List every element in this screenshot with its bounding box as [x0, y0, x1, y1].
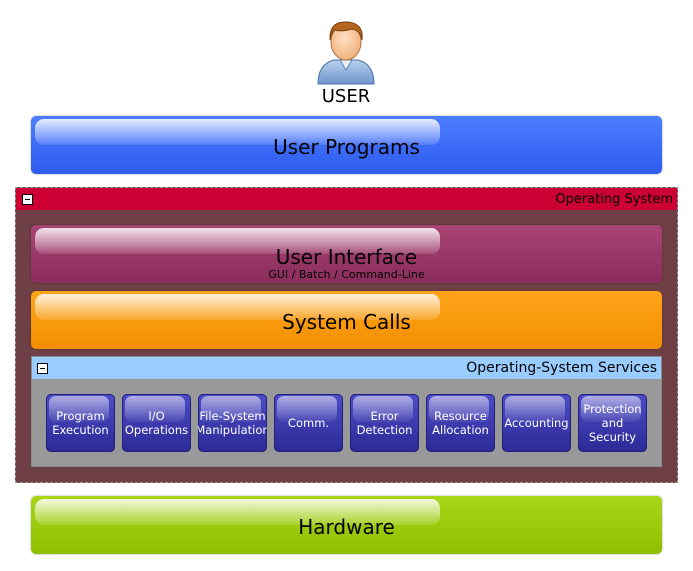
- service-label: Resource Allocation: [432, 409, 489, 437]
- os-services-title: Operating-System Services: [466, 360, 657, 376]
- service-error-detection[interactable]: Error Detection: [350, 394, 419, 452]
- operating-system-title: Operating System: [555, 192, 673, 207]
- user-programs-layer: User Programs: [31, 116, 662, 174]
- service-label: Error Detection: [356, 409, 413, 437]
- service-label: Protection and Security: [583, 402, 642, 444]
- user-interface-subtitle: GUI / Batch / Command-Line: [268, 268, 425, 281]
- service-accounting[interactable]: Accounting: [502, 394, 571, 452]
- service-label: File-System Manipulation: [198, 409, 267, 437]
- user-programs-title: User Programs: [273, 135, 420, 159]
- collapse-operating-system-icon[interactable]: [22, 194, 33, 205]
- service-comm[interactable]: Comm.: [274, 394, 343, 452]
- person-icon: [314, 18, 378, 86]
- system-calls-title: System Calls: [282, 310, 411, 334]
- service-label: Accounting: [504, 416, 569, 430]
- operating-system-header: Operating System: [16, 188, 677, 210]
- service-io-operations[interactable]: I/O Operations: [122, 394, 191, 452]
- service-label: Comm.: [287, 416, 330, 430]
- hardware-layer: Hardware: [31, 496, 662, 554]
- service-label: I/O Operations: [124, 409, 189, 437]
- user-interface-title: User Interface: [275, 245, 418, 269]
- os-services-header: Operating-System Services: [32, 357, 661, 379]
- collapse-os-services-icon[interactable]: [37, 363, 48, 374]
- service-label: Program Execution: [52, 409, 109, 437]
- hardware-title: Hardware: [298, 515, 395, 539]
- service-resource-allocation[interactable]: Resource Allocation: [426, 394, 495, 452]
- user-interface-layer: User Interface GUI / Batch / Command-Lin…: [31, 225, 662, 283]
- user-label: USER: [321, 86, 371, 107]
- system-calls-layer: System Calls: [31, 291, 662, 349]
- service-protection-and-security[interactable]: Protection and Security: [578, 394, 647, 452]
- service-file-system-manipulation[interactable]: File-System Manipulation: [198, 394, 267, 452]
- service-program-execution[interactable]: Program Execution: [46, 394, 115, 452]
